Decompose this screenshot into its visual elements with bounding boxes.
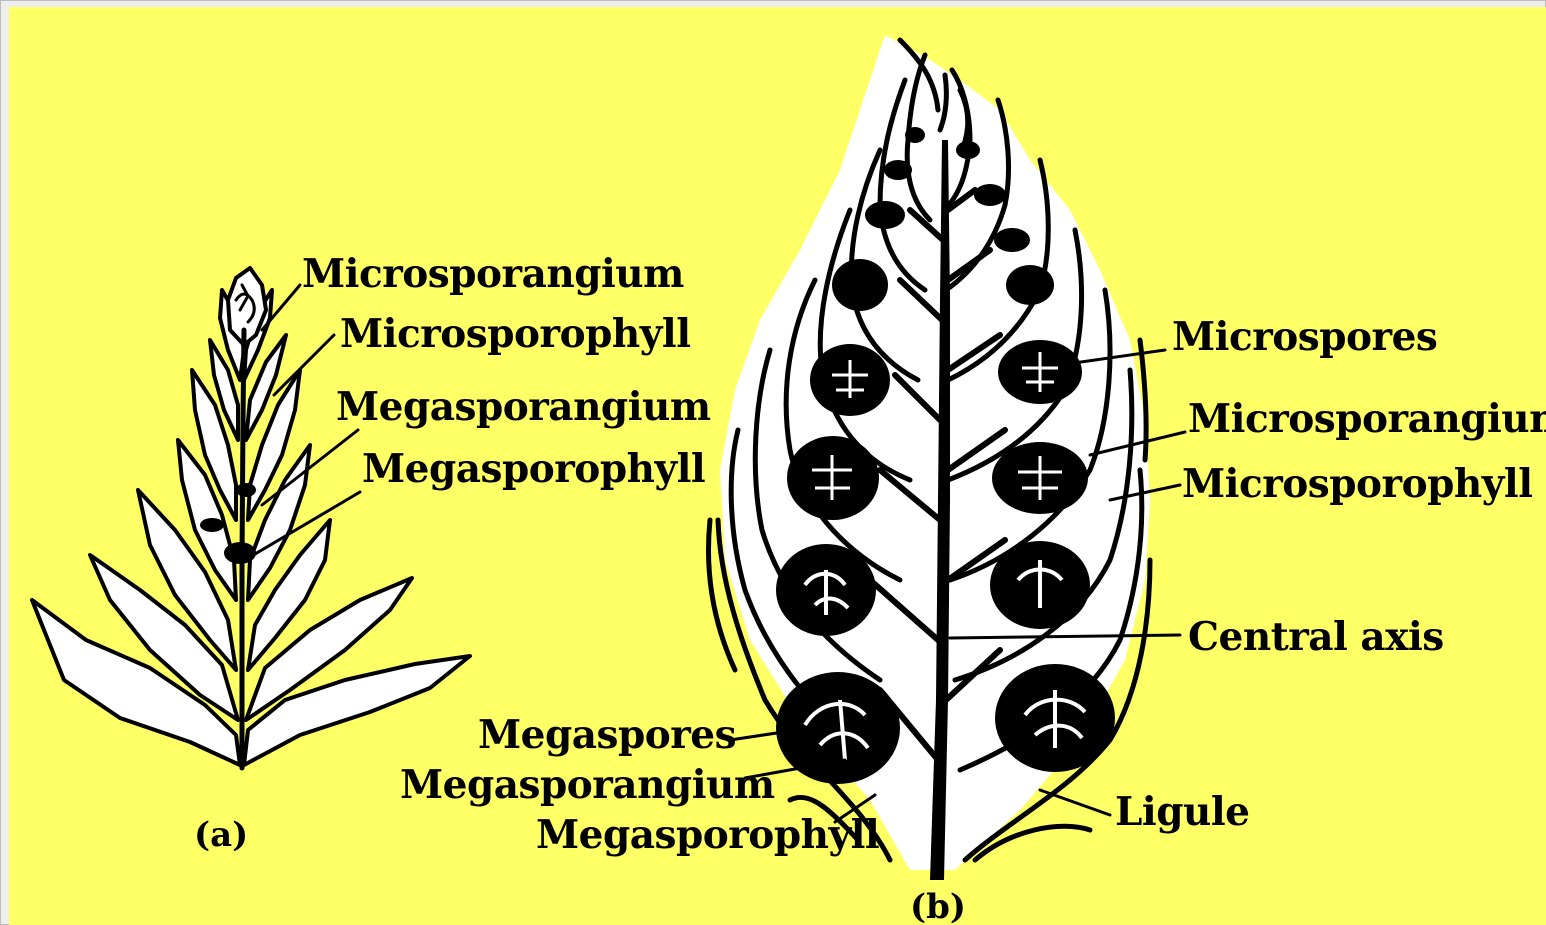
sporangium-right-7 <box>974 184 1006 206</box>
label-b-microspores: Microspores <box>1172 314 1437 360</box>
megasporangium-left-bottom <box>776 672 900 784</box>
label-b-megaspores: Megaspores <box>478 712 736 758</box>
caption-a: (a) <box>194 815 248 855</box>
label-b-microsporophyll: Microsporophyll <box>1182 461 1533 507</box>
label-b-megasporophyll: Megasporophyll <box>536 812 879 858</box>
caption-b: (b) <box>910 887 966 925</box>
megasporangium-mark <box>224 542 256 564</box>
sporangium-right-6 <box>994 228 1030 252</box>
label-a-microsporangium: Microsporangium <box>302 251 684 297</box>
label-a-megasporangium: Megasporangium <box>336 384 711 430</box>
sporangium-left-5 <box>832 259 888 311</box>
sporangium-left-8 <box>905 127 925 143</box>
sporangium-mark <box>236 483 256 497</box>
sporangium-left-7 <box>884 160 912 180</box>
sporangium-right-5 <box>1006 265 1054 305</box>
label-b-microsporangium: Microsporangium <box>1188 396 1546 442</box>
label-b-ligule: Ligule <box>1115 789 1250 835</box>
label-b-megasporangium: Megasporangium <box>400 762 775 808</box>
label-a-microsporophyll: Microsporophyll <box>340 311 691 357</box>
sporangium-left-6 <box>865 201 905 229</box>
sporangium-right-8 <box>956 141 980 159</box>
megasporangium-mark-2 <box>200 518 224 532</box>
label-b-central-axis: Central axis <box>1188 614 1444 660</box>
label-a-megasporophyll: Megasporophyll <box>362 446 705 492</box>
